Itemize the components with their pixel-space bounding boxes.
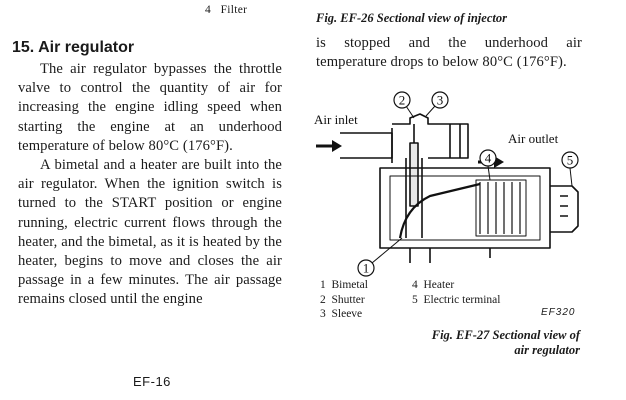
shutter <box>409 142 419 207</box>
legend-num: 3 <box>320 308 326 320</box>
caption-line-2: air regulator <box>514 343 580 357</box>
base-studs <box>409 248 491 263</box>
callout-2: 2 <box>399 93 406 108</box>
callout-5-circle <box>561 151 579 169</box>
top-filter-label: 4 Filter <box>205 4 248 16</box>
callout-1-circle <box>357 259 375 277</box>
callout-3: 3 <box>437 93 444 108</box>
bimetal <box>398 182 481 239</box>
section-heading: 15. Air regulator <box>12 39 135 56</box>
paragraph-2: A bimetal and a heater are built into th… <box>18 157 282 308</box>
right-column: is stopped and the underhood air tempera… <box>316 34 582 72</box>
figure-caption-ef27: Fig. EF-27 Sectional view of air regulat… <box>380 328 580 358</box>
left-column: The air regulator bypasses the throttle … <box>18 60 282 310</box>
figure-legend: 1 Bimetal 4 Heater 2 Shutter 5 Electric … <box>320 278 500 322</box>
outlet-tube-upper <box>392 113 469 159</box>
terminal-pins <box>560 195 568 217</box>
leader-2 <box>405 105 415 119</box>
air-passage <box>405 158 423 238</box>
legend-label: Shutter <box>331 293 365 306</box>
callout-2-circle <box>393 91 411 109</box>
outlet-rings <box>449 124 461 158</box>
inlet-arrow-head <box>332 140 342 152</box>
legend-label: Electric terminal <box>423 293 501 306</box>
callout-5: 5 <box>567 153 574 168</box>
callout-3-circle <box>431 91 449 109</box>
legend-row: 1 Bimetal 4 Heater <box>320 278 500 293</box>
legend-row: 2 Shutter 5 Electric terminal <box>320 293 500 308</box>
air-outlet-label: Air outlet <box>508 131 559 146</box>
callout-1: 1 <box>363 261 370 276</box>
paragraph-continued: is stopped and the underhood air tempera… <box>316 35 582 71</box>
page-number: EF-16 <box>133 374 171 389</box>
leader-3 <box>425 105 436 117</box>
legend-row: 3 Sleeve <box>320 307 500 322</box>
legend-label: Bimetal <box>331 279 368 291</box>
leader-1 <box>371 237 403 264</box>
legend-num: 1 <box>320 279 326 291</box>
legend-num: 4 <box>412 279 418 291</box>
inner-housing <box>389 175 541 241</box>
caption-line-1: Fig. EF-27 Sectional view of <box>431 328 580 342</box>
legend-label: Heater <box>423 279 455 291</box>
legend-num: 5 <box>412 293 418 306</box>
paragraph-1: The air regulator bypasses the throttle … <box>18 61 282 154</box>
heater-frame <box>475 179 527 237</box>
diagram-svg: Air inlet Air outlet 1 2 3 4 5 <box>314 91 579 277</box>
leader-5 <box>569 167 573 187</box>
air-inlet-label: Air inlet <box>314 112 358 127</box>
heater-coil <box>479 182 521 234</box>
leader-4 <box>487 165 491 181</box>
legend-num: 2 <box>320 293 326 306</box>
inlet-tube <box>340 132 393 159</box>
legend-label: Sleeve <box>331 308 363 320</box>
figure-code: EF320 <box>541 307 576 318</box>
figure-caption-ef26: Fig. EF-26 Sectional view of injector <box>316 11 507 25</box>
air-regulator-diagram: Air inlet Air outlet 1 2 3 4 5 <box>310 88 590 278</box>
lower-housing <box>379 167 551 249</box>
terminal-body <box>550 185 579 233</box>
callout-4-circle <box>479 149 497 167</box>
callout-4: 4 <box>485 151 492 166</box>
